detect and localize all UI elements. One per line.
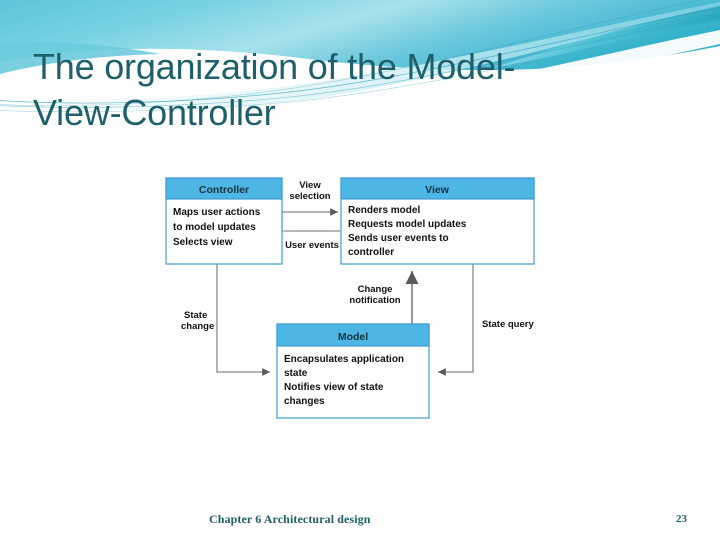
diagram-box-view[interactable]: View Renders model Requests model update… xyxy=(340,177,535,265)
edge-view-selection-label-2: selection xyxy=(289,191,330,202)
edge-state-change-label-2: change xyxy=(181,321,214,332)
view-box-line-3: Sends user events to xyxy=(348,233,449,244)
page-title-line-2: View-Controller xyxy=(33,92,276,134)
edge-change-notification-label-1: Change xyxy=(358,284,393,295)
controller-box-line-1: Maps user actions xyxy=(173,207,261,218)
edge-user-events-label: User events xyxy=(285,240,339,251)
edge-change-notification: Change notification xyxy=(349,271,419,324)
controller-box-header xyxy=(165,177,283,200)
footer-chapter-label: Chapter 6 Architectural design xyxy=(209,512,371,526)
edge-state-query-arrow xyxy=(438,264,474,376)
edge-state-query-label: State query xyxy=(482,319,534,330)
model-box-line-4: changes xyxy=(284,396,325,407)
page-title: The organization of the Model- View-Cont… xyxy=(33,44,633,136)
edge-view-selection-label-1: View xyxy=(299,180,321,191)
edge-change-notification-label-2: notification xyxy=(349,295,400,306)
edge-state-query: State query xyxy=(438,264,534,376)
diagram-box-controller[interactable]: Controller Maps user actions to model up… xyxy=(165,177,283,265)
footer-page-number: 23 xyxy=(676,513,687,525)
edge-state-change-label-1: State xyxy=(184,310,207,321)
model-box-line-1: Encapsulates application xyxy=(284,354,404,365)
view-box-line-2: Requests model updates xyxy=(348,219,467,230)
controller-box-line-2: to model updates xyxy=(173,222,256,233)
model-box-title: Model xyxy=(338,331,368,343)
page-title-line-1: The organization of the Model- xyxy=(33,46,516,87)
controller-box-line-3: Selects view xyxy=(173,237,233,248)
view-box-line-4: controller xyxy=(348,247,394,258)
edge-state-change-arrow xyxy=(216,264,270,376)
view-box-title: View xyxy=(425,184,450,196)
edge-view-selection-arrow xyxy=(281,208,338,220)
model-box-line-3: Notifies view of state xyxy=(284,382,384,393)
controller-box-title: Controller xyxy=(199,184,249,196)
diagram-box-model[interactable]: Model Encapsulates application state Not… xyxy=(276,323,430,419)
edge-user-events: User events xyxy=(284,227,340,251)
edge-state-change: State change xyxy=(181,264,270,376)
edge-view-selection: View selection xyxy=(281,180,338,220)
mvc-diagram: View selection User events State change … xyxy=(160,172,560,437)
model-box-header xyxy=(276,323,430,347)
view-box-header xyxy=(340,177,535,200)
view-box-line-1: Renders model xyxy=(348,205,420,216)
model-box-line-2: state xyxy=(284,368,308,379)
